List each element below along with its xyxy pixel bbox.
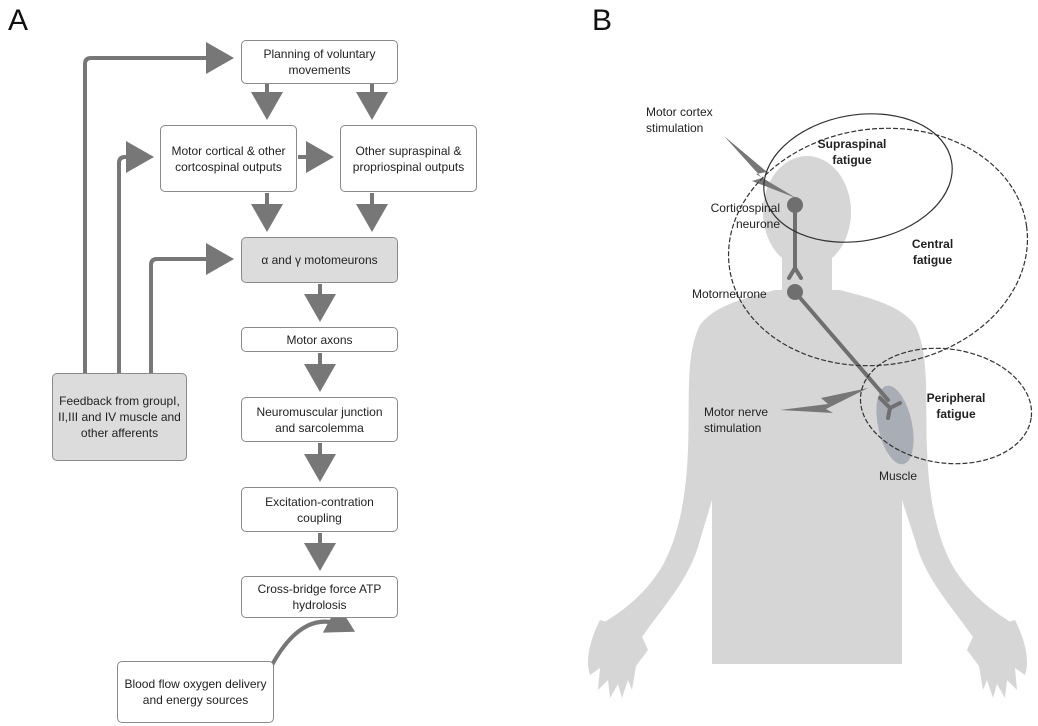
panel-a-arrows	[83, 42, 388, 571]
motor-nerve-stimulation-label: Motor nerve stimulation	[704, 405, 769, 435]
right-hand	[967, 620, 1027, 698]
blood-flow-box: Blood flow oxygen delivery and energy so…	[117, 661, 274, 723]
crossbridge-box: Cross-bridge force ATP hydrolosis	[241, 576, 398, 618]
blood-flow-curved-arrow	[270, 604, 356, 666]
motorneurone-label: Motorneurone	[692, 287, 767, 301]
feedback-loop-to-cortical	[117, 141, 154, 373]
supraspinal-ellipse	[763, 113, 953, 243]
left-hand	[588, 620, 648, 698]
feedback-loop-to-motoneurons	[149, 243, 234, 373]
central-ellipse	[727, 127, 1029, 367]
motorneurone-soma	[787, 284, 803, 300]
supraspinal-outputs-box: Other supraspinal & propriospinal output…	[340, 125, 477, 192]
supraspinal-fatigue-label: Supraspinal fatigue	[817, 137, 887, 167]
muscle-label: Muscle	[879, 469, 918, 483]
feedback-loop-to-planning	[83, 42, 234, 373]
neural-pathway	[787, 203, 902, 420]
human-silhouette	[588, 156, 1027, 698]
motor-axon-line	[793, 290, 890, 402]
head	[763, 156, 851, 268]
nerve-stim-bolt	[780, 388, 868, 413]
central-fatigue-label: Central fatigue	[911, 237, 954, 267]
excitation-box: Excitation-contration coupling	[241, 487, 398, 532]
feedback-box: Feedback from groupI, II,III and IV musc…	[52, 373, 187, 461]
planning-box: Planning of voluntary movements	[241, 40, 398, 84]
motor-cortex-stimulation-label: Motor cortex stimulation	[646, 105, 713, 135]
motoneurons-box: α and γ motomeurons	[241, 237, 398, 283]
nmj-box: Neuromuscular junction and sarcolemma	[241, 397, 398, 442]
motor-axons-box: Motor axons	[241, 327, 398, 352]
synapse-fork	[787, 264, 803, 280]
torso	[600, 290, 1015, 664]
corticospinal-neurone-label: Corticospinal neurone	[710, 201, 780, 231]
motor-cortical-box: Motor cortical & other cortcospinal outp…	[160, 125, 297, 192]
cortex-stim-bolt	[724, 136, 796, 198]
corticospinal-soma	[787, 197, 803, 213]
nmj-fork	[878, 396, 902, 420]
panel-b-label: B	[592, 4, 613, 37]
panel-a-label: A	[8, 4, 29, 37]
peripheral-fatigue-label: Peripheral fatigue	[926, 391, 986, 421]
